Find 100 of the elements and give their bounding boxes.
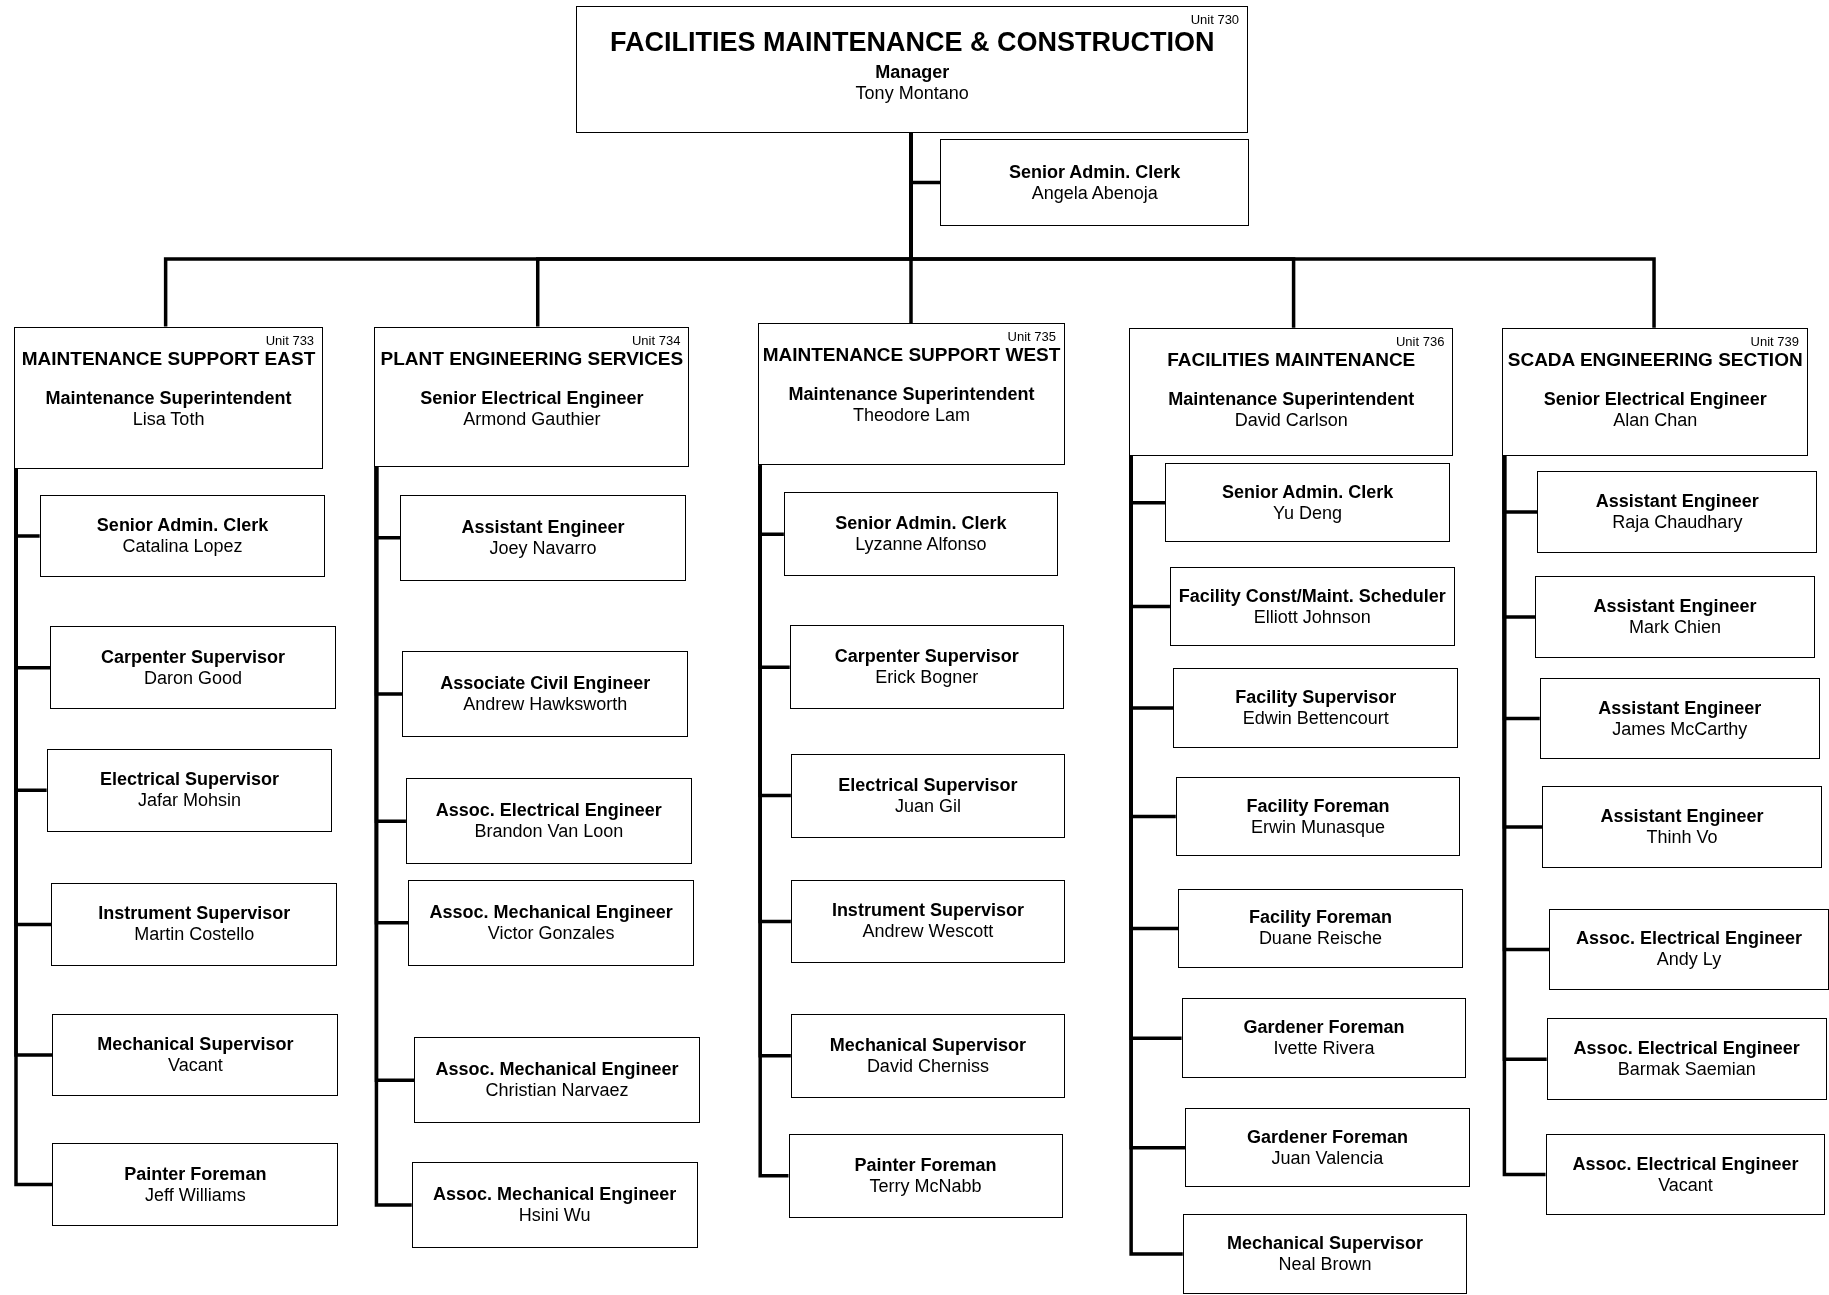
job-title: Assistant Engineer — [1595, 491, 1759, 513]
person-name: Jafar Mohsin — [138, 790, 242, 812]
job-title: Senior Electrical Engineer — [1543, 388, 1767, 410]
position-box — [1181, 998, 1467, 1078]
unit-number: Unit 736 — [1395, 333, 1445, 349]
job-title: Mechanical Supervisor — [829, 1034, 1026, 1056]
position-box — [1173, 668, 1459, 748]
position-box — [1178, 888, 1463, 969]
person-name: Elliott Johnson — [1253, 606, 1371, 628]
department-title: PLANT ENGINEERING SERVICES — [380, 347, 684, 370]
person-name: Mark Chien — [1629, 617, 1722, 639]
person-name: Duane Reische — [1258, 928, 1382, 950]
position-box — [402, 650, 689, 738]
person-name: David Cherniss — [866, 1055, 989, 1077]
person-name: Neal Brown — [1278, 1253, 1372, 1275]
job-title: Assoc. Mechanical Engineer — [433, 1183, 677, 1205]
person-name: Tony Montano — [855, 82, 969, 104]
position-box — [790, 1013, 1065, 1098]
job-title: Assistant Engineer — [461, 516, 625, 538]
job-title: Senior Electrical Engineer — [420, 387, 644, 409]
unit-number: Unit 734 — [631, 332, 681, 348]
position-box — [789, 625, 1064, 710]
position-box — [783, 492, 1058, 577]
unit-number: Unit 735 — [1007, 329, 1056, 345]
unit-number: Unit 730 — [1190, 11, 1240, 27]
job-title: Painter Foreman — [124, 1163, 267, 1185]
person-name: Christian Narvaez — [485, 1080, 629, 1102]
person-name: Alan Chan — [1613, 409, 1698, 431]
department-title: SCADA ENGINEERING SECTION — [1507, 348, 1803, 371]
position-box — [400, 494, 686, 581]
person-name: David Carlson — [1234, 409, 1348, 431]
department-title: FACILITIES MAINTENANCE & CONSTRUCTION — [609, 26, 1215, 58]
position-box — [39, 494, 326, 578]
department-box — [1502, 327, 1808, 457]
position-box — [52, 1013, 339, 1097]
position-box — [1537, 471, 1818, 553]
position-box — [790, 753, 1065, 838]
job-title: Senior Admin. Clerk — [835, 513, 1007, 535]
person-name: Theodore Lam — [853, 405, 971, 427]
person-name: Edwin Bettencourt — [1242, 708, 1389, 730]
position-box — [1535, 576, 1815, 658]
position-box — [1165, 463, 1450, 543]
unit-number: Unit 733 — [265, 332, 315, 348]
position-box — [790, 879, 1065, 964]
position-box — [51, 883, 338, 966]
job-title: Mechanical Supervisor — [97, 1034, 294, 1056]
department-title: FACILITIES MAINTENANCE — [1167, 348, 1416, 371]
person-name: Hsini Wu — [518, 1204, 591, 1226]
person-name: Victor Gonzales — [487, 922, 615, 944]
person-name: Angela Abenoja — [1031, 182, 1158, 204]
person-name: James McCarthy — [1612, 718, 1748, 740]
position-box — [408, 879, 695, 966]
job-title: Assistant Engineer — [1600, 806, 1764, 827]
person-name: Vacant — [168, 1055, 223, 1077]
position-box — [1542, 786, 1822, 868]
person-name: Terry McNabb — [869, 1175, 982, 1197]
job-title: Facility Foreman — [1248, 907, 1392, 929]
job-title: Mechanical Supervisor — [1227, 1232, 1424, 1254]
department-title: MAINTENANCE SUPPORT EAST — [21, 347, 316, 370]
job-title: Maintenance Superintendent — [1168, 388, 1415, 410]
position-box — [1539, 677, 1820, 760]
job-title: Facility Foreman — [1246, 795, 1390, 817]
job-title: Assistant Engineer — [1598, 697, 1762, 719]
person-name: Barmak Saemian — [1617, 1059, 1756, 1081]
job-title: Gardener Foreman — [1246, 1126, 1408, 1148]
job-title: Electrical Supervisor — [838, 774, 1018, 796]
person-name: Andrew Wescott — [862, 921, 994, 943]
department-title: MAINTENANCE SUPPORT WEST — [762, 344, 1061, 367]
position-box — [788, 1133, 1063, 1218]
job-title: Painter Foreman — [854, 1154, 997, 1176]
job-title: Senior Admin. Clerk — [1009, 161, 1181, 183]
job-title: Assoc. Mechanical Engineer — [435, 1059, 679, 1081]
person-name: Jeff Williams — [145, 1184, 246, 1206]
job-title: Instrument Supervisor — [98, 903, 291, 925]
job-title: Electrical Supervisor — [100, 769, 280, 791]
department-box — [14, 326, 324, 469]
position-box — [1169, 566, 1455, 647]
position-box — [405, 778, 692, 865]
department-box — [576, 5, 1249, 133]
job-title: Assoc. Electrical Engineer — [1572, 1153, 1799, 1175]
job-title: Associate Civil Engineer — [440, 673, 651, 695]
position-box — [414, 1036, 700, 1124]
person-name: Lyzanne Alfonso — [855, 534, 987, 556]
job-title: Instrument Supervisor — [831, 900, 1024, 922]
person-name: Joey Navarro — [489, 537, 597, 559]
person-name: Daron Good — [144, 667, 243, 689]
job-title: Senior Admin. Clerk — [1221, 481, 1394, 503]
position-box — [940, 138, 1250, 227]
job-title: Assoc. Mechanical Engineer — [429, 901, 673, 923]
department-box — [374, 326, 690, 467]
person-name: Catalina Lopez — [122, 535, 243, 557]
job-title: Carpenter Supervisor — [834, 646, 1019, 668]
job-title: Carpenter Supervisor — [101, 646, 286, 668]
position-box — [1182, 1214, 1468, 1294]
job-title: Assoc. Electrical Engineer — [1573, 1038, 1800, 1060]
person-name: Ivette Rivera — [1273, 1038, 1375, 1060]
position-box — [1549, 908, 1829, 991]
position-box — [1545, 1133, 1826, 1216]
position-box — [1546, 1018, 1827, 1100]
job-title: Facility Supervisor — [1235, 687, 1397, 709]
